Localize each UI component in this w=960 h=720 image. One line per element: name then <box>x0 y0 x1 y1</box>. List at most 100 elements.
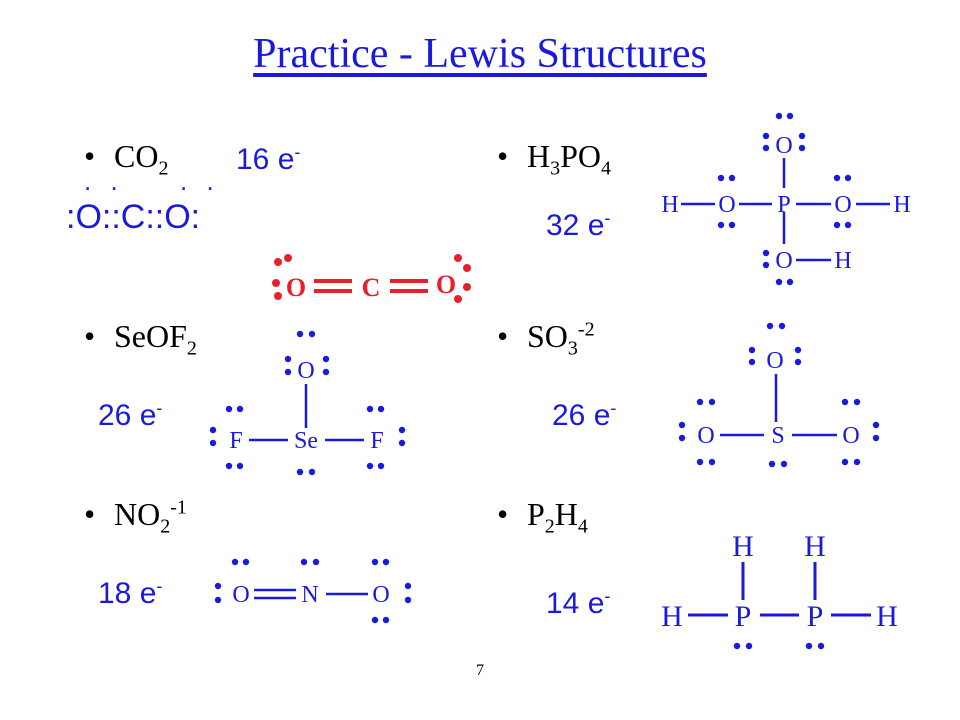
electron-sup: - <box>294 142 301 162</box>
lone-pair-dot <box>768 460 776 468</box>
atom-label: O <box>286 273 306 302</box>
lone-pair-dot <box>296 468 304 476</box>
lone-pair-dot <box>733 642 741 650</box>
lone-pair-dot <box>209 439 217 447</box>
electron-count-so3: 26 e- <box>552 398 616 433</box>
atom-label: O <box>834 192 851 218</box>
lone-pair-dot <box>708 458 716 466</box>
formula-no2: NO <box>114 496 161 532</box>
page-number: 7 <box>476 662 484 679</box>
bullet-so3: •SO3-2 <box>497 318 595 360</box>
lone-pair-dot <box>678 421 686 429</box>
electron-count-text: 26 e <box>98 399 157 432</box>
electron-sup: - <box>610 398 617 418</box>
lone-pair-dot <box>748 346 756 354</box>
atom-label: F <box>370 428 383 454</box>
electron-sup: - <box>156 576 163 596</box>
formula-subscript: 4 <box>577 515 588 538</box>
lone-pair-dot <box>300 558 308 566</box>
atom-label: O <box>775 133 792 159</box>
atom-label: H <box>893 192 910 218</box>
lone-pair-dot <box>775 112 783 120</box>
formula-subscript: 2 <box>158 157 169 180</box>
lone-pair-dot <box>312 558 320 566</box>
lone-pair-dot <box>454 295 462 303</box>
electron-count-text: 18 e <box>98 577 157 610</box>
lone-pair-dot <box>853 458 861 466</box>
lone-pair-dot <box>366 462 374 470</box>
atom-label: H <box>661 600 683 633</box>
co2-top-dots-right: . . <box>180 166 220 196</box>
lone-pair-dot <box>853 398 861 406</box>
lone-pair-dot <box>728 221 736 229</box>
bullet-h3po4: •H3PO4 <box>497 138 611 180</box>
formula-co2: CO <box>114 138 159 174</box>
lone-pair-dot <box>762 249 770 257</box>
lone-pair-dot <box>748 358 756 366</box>
lone-pair-dot <box>454 254 462 262</box>
formula-part: PO <box>560 138 602 174</box>
h3po4-structure: H O P O H O O H <box>661 112 911 286</box>
co2-top-dots-left: . . <box>84 166 124 196</box>
bullet-dot: • <box>84 496 96 532</box>
electron-count-text: 32 e <box>546 209 605 242</box>
formula-seof2: SeOF <box>114 318 187 354</box>
lone-pair-dot <box>284 355 292 363</box>
atom-label: P <box>807 600 824 633</box>
slide-title: Practice - Lewis Structures <box>253 31 707 77</box>
p2h4-structure: H H H P P H <box>661 530 898 650</box>
bullet-dot: • <box>84 318 96 354</box>
atom-label: H <box>834 248 851 274</box>
atom-label: O <box>232 582 249 608</box>
atom-label: O <box>372 582 389 608</box>
formula-part: H <box>554 496 578 532</box>
lone-pair-dot <box>775 278 783 286</box>
lone-pair-dot <box>844 221 852 229</box>
lone-pair-dot <box>371 558 379 566</box>
bullet-no2: •NO2-1 <box>84 496 187 538</box>
lone-pair-dot <box>798 132 806 140</box>
electron-count-seof2: 26 e- <box>98 398 162 433</box>
atom-label: Se <box>294 428 318 454</box>
lone-pair-dot <box>762 144 770 152</box>
atom-label: C <box>362 273 381 302</box>
lone-pair-dot <box>780 460 788 468</box>
lone-pair-dot <box>398 439 406 447</box>
atom-label: O <box>697 423 714 449</box>
atom-label: F <box>229 428 242 454</box>
atom-label: O <box>766 348 783 374</box>
lone-pair-dot <box>308 330 316 338</box>
atom-label: O <box>436 270 456 299</box>
lone-pair-dot <box>377 462 385 470</box>
atom-label: S <box>771 423 784 449</box>
lone-pair-dot <box>817 642 825 650</box>
atom-label: O <box>297 358 314 384</box>
lone-pair-dot <box>762 261 770 269</box>
lone-pair-dot <box>404 596 412 604</box>
lone-pair-dot <box>745 642 753 650</box>
lone-pair-dot <box>728 174 736 182</box>
bullet-dot: • <box>497 496 509 532</box>
electron-sup: - <box>604 208 611 228</box>
seof2-structure: O F Se F <box>209 330 406 476</box>
lone-pair-dot <box>678 434 686 442</box>
lone-pair-dot <box>872 434 880 442</box>
lone-pair-dot <box>231 558 239 566</box>
lone-pair-dot <box>284 254 292 262</box>
formula-subscript: 3 <box>567 337 578 360</box>
lone-pair-dot <box>872 421 880 429</box>
formula-subscript: 4 <box>601 157 612 180</box>
lone-pair-dot <box>225 405 233 413</box>
no2-structure: O N O <box>214 558 412 624</box>
lone-pair-dot <box>762 132 770 140</box>
lone-pair-dot <box>717 174 725 182</box>
formula-subscript: 2 <box>186 337 197 360</box>
lone-pair-dot <box>794 346 802 354</box>
so3-structure: O O S O <box>678 322 880 468</box>
lone-pair-dot <box>296 330 304 338</box>
atom-label: O <box>718 192 735 218</box>
lone-pair-dot <box>717 221 725 229</box>
formula-subscript: 2 <box>544 515 555 538</box>
bullet-dot: • <box>497 318 509 354</box>
